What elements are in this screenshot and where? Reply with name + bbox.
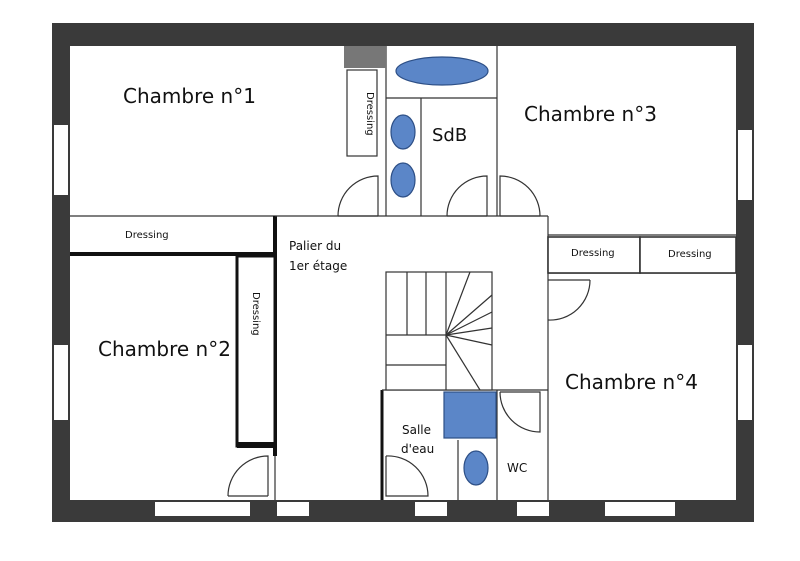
room-label-chambre3: Chambre n°3: [524, 102, 657, 126]
room-label-palier-2: 1er étage: [289, 259, 347, 273]
dressing-right-boxes: [547, 236, 737, 274]
window-left-top: [54, 125, 68, 195]
dressing-ch2-box: [235, 254, 277, 448]
dressing-ch1-box: [344, 46, 386, 157]
door-ch2: [227, 455, 269, 497]
room-label-salle-eau-2: d'eau: [401, 442, 434, 456]
window-right-top: [738, 130, 752, 200]
room-label-sdb: SdB: [432, 125, 467, 146]
closet-label-ch2: Dressing: [250, 292, 261, 336]
window-bottom-4: [517, 502, 549, 516]
closet-label-ch4: Dressing: [668, 249, 712, 260]
window-bottom-5: [605, 502, 675, 516]
room-label-chambre1: Chambre n°1: [123, 84, 256, 108]
bathroom-fixtures: [386, 56, 497, 216]
sink-icon: [463, 450, 489, 486]
room-label-palier-1: Palier du: [289, 239, 341, 253]
doors: [227, 175, 591, 497]
window-right-bottom: [738, 345, 752, 420]
window-bottom-1: [155, 502, 250, 516]
door-sdb: [499, 175, 541, 217]
staircase: [385, 271, 493, 391]
window-bottom-2: [277, 502, 309, 516]
door-ch1: [337, 175, 379, 217]
closet-label-ch1: Dressing: [364, 92, 375, 136]
window-left-bottom: [54, 345, 68, 420]
door-salle-eau: [385, 455, 429, 497]
room-label-salle-eau-1: Salle: [402, 423, 431, 437]
room-label-chambre4: Chambre n°4: [565, 370, 698, 394]
sink-icon: [390, 162, 416, 198]
sink-icon: [390, 114, 416, 150]
closet-label-corridor: Dressing: [125, 230, 169, 241]
room-label-wc: WC: [507, 461, 527, 475]
door-ch4: [547, 279, 591, 321]
shower-icon: [443, 391, 497, 439]
room-label-chambre2: Chambre n°2: [98, 337, 231, 361]
closet-label-ch3: Dressing: [571, 248, 615, 259]
bathtub-icon: [395, 56, 489, 86]
shower-room-fixtures: [443, 391, 497, 500]
door-wc: [499, 391, 541, 433]
window-bottom-3: [415, 502, 447, 516]
door-ch3: [446, 175, 488, 217]
windows: [54, 125, 752, 516]
